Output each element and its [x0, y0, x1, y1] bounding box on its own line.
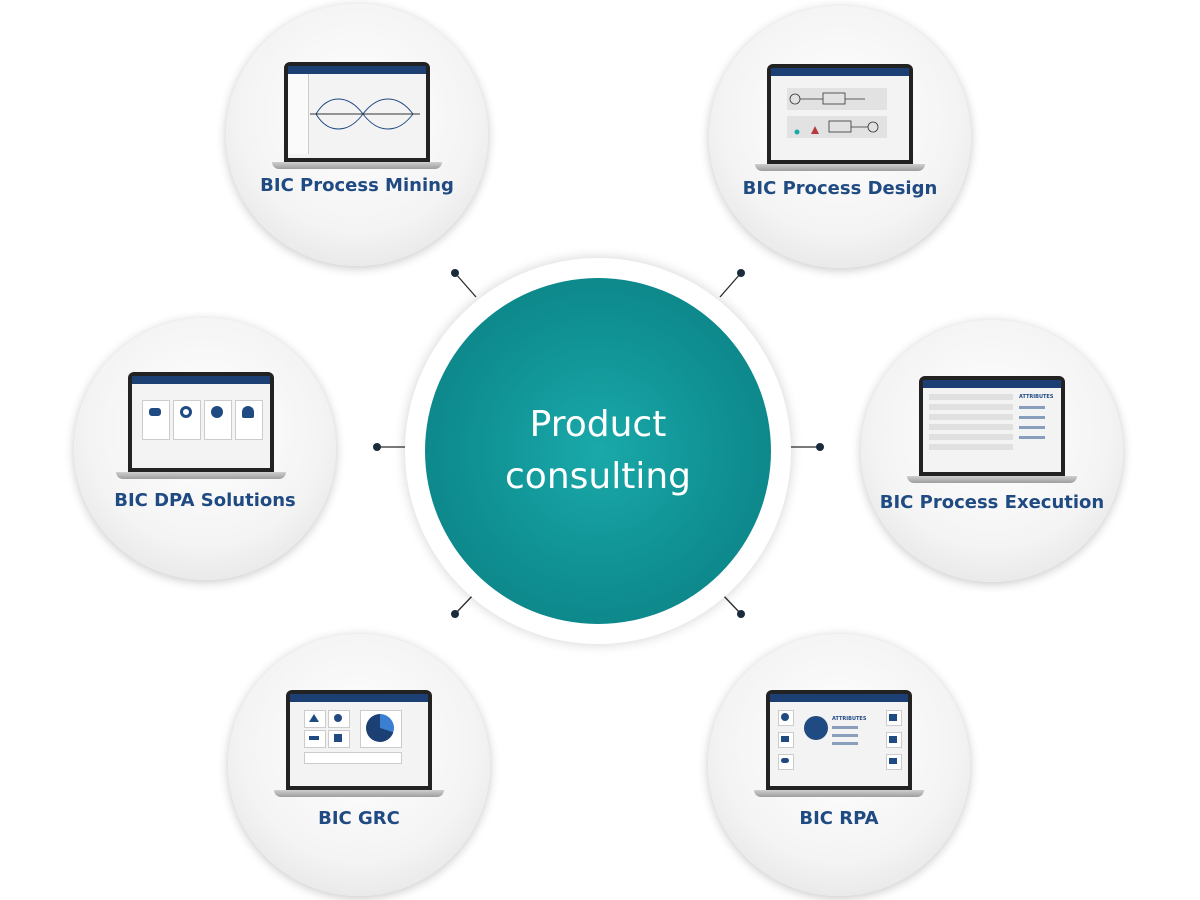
center-node: Product consulting — [425, 278, 771, 624]
node-process-execution[interactable]: ATTRIBUTES BIC Process Execution — [861, 320, 1123, 582]
node-process-mining[interactable]: BIC Process Mining — [226, 4, 488, 266]
dpa-solutions-screen-icon — [116, 372, 286, 484]
grc-screen-icon — [274, 690, 444, 802]
node-label: BIC Process Execution — [879, 492, 1105, 513]
center-label: Product consulting — [505, 404, 691, 497]
process-design-screen-icon — [755, 64, 925, 176]
node-grc[interactable]: BIC GRC — [228, 634, 490, 896]
process-mining-screen-icon — [272, 62, 442, 174]
connector-dot — [451, 269, 459, 277]
node-rpa[interactable]: ATTRIBUTES BIC RPA — [708, 634, 970, 896]
connector-dot — [737, 610, 745, 618]
connector-dot — [816, 443, 824, 451]
node-label: BIC RPA — [799, 808, 879, 829]
connector-dot — [373, 443, 381, 451]
node-label: BIC Process Mining — [260, 175, 454, 196]
screen-heading: ATTRIBUTES — [832, 716, 867, 722]
node-label: BIC GRC — [318, 808, 400, 829]
node-dpa-solutions[interactable]: BIC DPA Solutions — [74, 318, 336, 580]
node-label: BIC DPA Solutions — [114, 490, 296, 511]
node-process-design[interactable]: BIC Process Design — [709, 6, 971, 268]
rpa-screen-icon: ATTRIBUTES — [754, 690, 924, 802]
screen-heading: ATTRIBUTES — [1019, 394, 1054, 400]
connector-dot — [737, 269, 745, 277]
connector-dot — [451, 610, 459, 618]
process-execution-screen-icon: ATTRIBUTES — [907, 376, 1077, 488]
connector-top-left — [454, 272, 477, 298]
node-label: BIC Process Design — [742, 178, 938, 199]
connector-top-right — [719, 272, 742, 298]
